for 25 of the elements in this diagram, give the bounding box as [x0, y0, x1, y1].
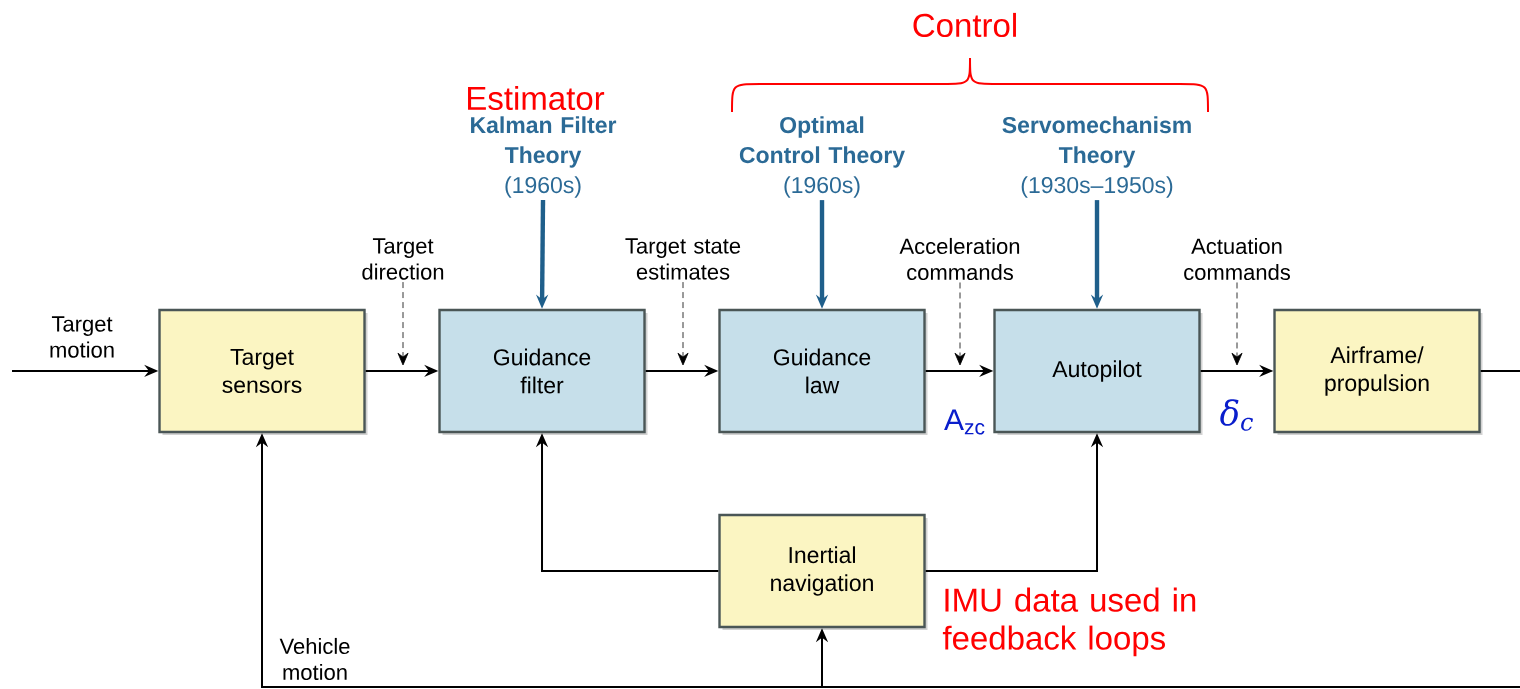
signal-line	[1479, 370, 1520, 372]
signal-label: Actuation commands	[1184, 237, 1290, 281]
process-box: Airframe/ propulsion	[1273, 308, 1483, 435]
edge-label: Target motion	[50, 316, 114, 358]
process-box: Autopilot	[993, 308, 1203, 435]
signal-label: Acceleration commands	[899, 237, 1020, 281]
leader-arrow	[1231, 282, 1243, 366]
note-text: IMU data used in feedback loops	[942, 587, 1196, 657]
signal-symbol: δ$_{c}$	[1220, 399, 1253, 431]
process-box: Target sensors	[158, 308, 368, 435]
signal-label: Target state estimates	[625, 238, 741, 280]
leader-arrow	[397, 281, 409, 366]
group-label: Estimator	[468, 85, 605, 111]
group-label: Control	[913, 12, 1016, 38]
signal-symbol: A$_{zc}$	[944, 409, 985, 435]
theory-label: Servomechanism Theory (1930s–1950s)	[1002, 116, 1191, 198]
process-box: Inertial navigation	[718, 513, 928, 630]
edge-label: Vehicle motion	[279, 637, 350, 681]
theory-label: Optimal Control Theory (1960s)	[739, 116, 905, 198]
leader-arrow	[954, 282, 966, 366]
leader-arrow	[677, 281, 689, 366]
signal-label: Target direction	[362, 238, 444, 280]
theory-label: Kalman Filter Theory (1960s)	[471, 116, 617, 198]
process-box: Guidance filter	[438, 308, 648, 435]
process-box: Guidance law	[718, 308, 928, 435]
